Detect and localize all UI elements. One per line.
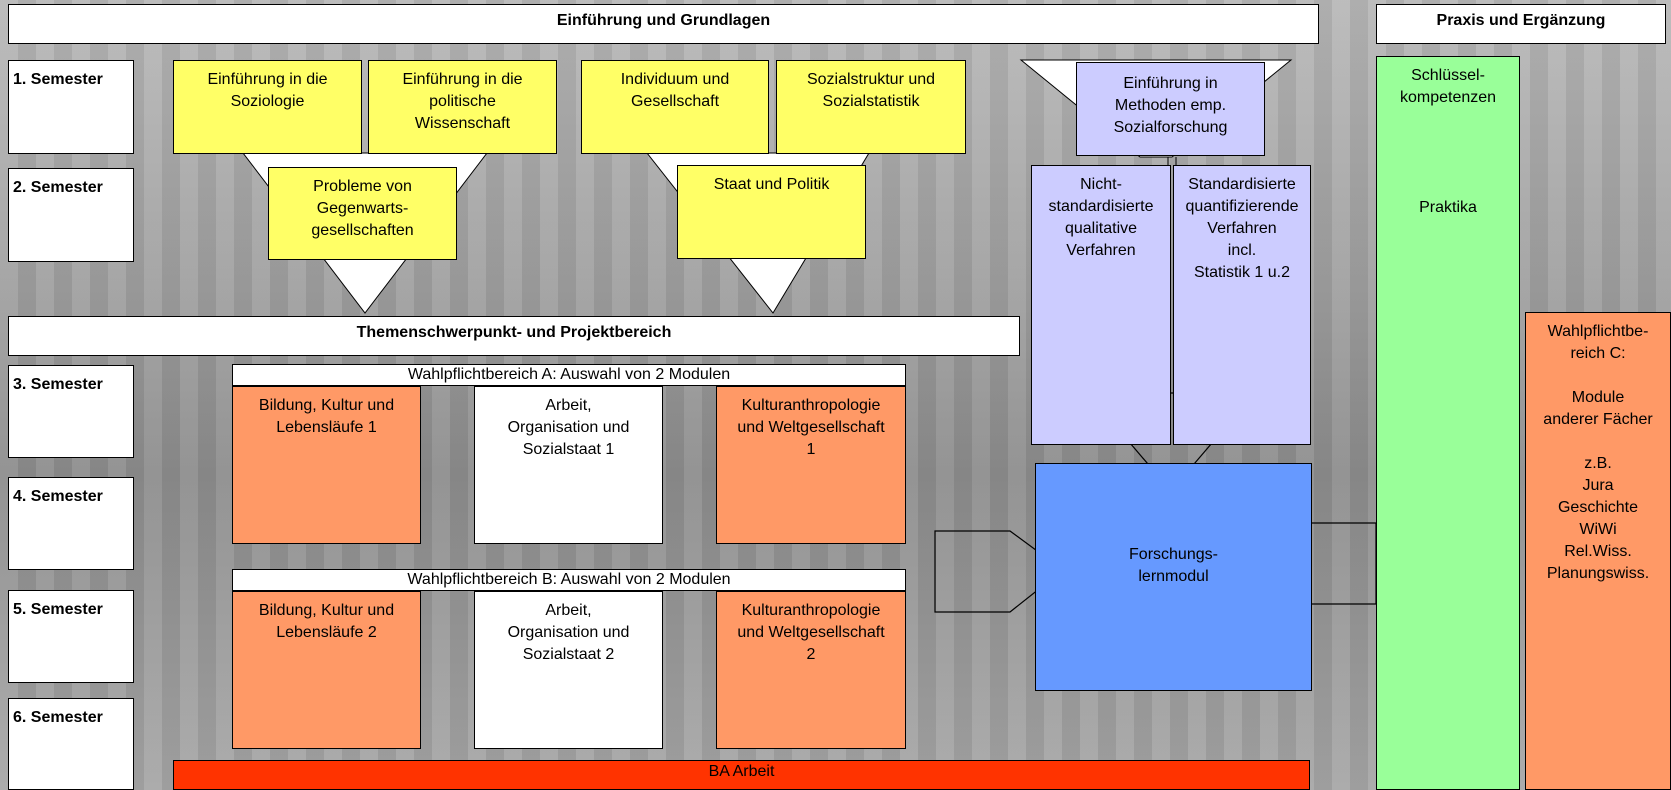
semester-5-label: 5. Semester bbox=[8, 590, 134, 683]
module-work-1: Arbeit, Organisation und Sozialstaat 1 bbox=[474, 386, 663, 544]
module-cultural-1: Kulturanthropologie und Weltgesellschaft… bbox=[716, 386, 906, 544]
module-problems: Probleme von Gegenwarts- gesellschaften bbox=[268, 167, 457, 260]
module-social-structure: Sozialstruktur und Sozialstatistik bbox=[776, 60, 966, 154]
module-education-2: Bildung, Kultur und Lebensläufe 2 bbox=[232, 591, 421, 749]
module-qualitative: Nicht- standardisierte qualitative Verfa… bbox=[1031, 165, 1171, 445]
themes-header: Themenschwerpunkt- und Projektbereich bbox=[8, 316, 1020, 356]
elective-b-title: Wahlpflichtbereich B: Auswahl von 2 Modu… bbox=[232, 569, 906, 591]
module-key-competences: Schlüssel- kompetenzen Praktika bbox=[1376, 56, 1520, 790]
practice-header: Praxis und Ergänzung bbox=[1376, 4, 1666, 44]
module-state-politics: Staat und Politik bbox=[677, 165, 866, 259]
module-ba-thesis: BA Arbeit bbox=[173, 760, 1310, 790]
semester-6-label: 6. Semester bbox=[8, 698, 134, 790]
module-quantitative: Standardisierte quantifizierende Verfahr… bbox=[1173, 165, 1311, 445]
semester-2-label: 2. Semester bbox=[8, 168, 134, 262]
elective-a-title: Wahlpflichtbereich A: Auswahl von 2 Modu… bbox=[232, 364, 906, 386]
semester-3-label: 3. Semester bbox=[8, 365, 134, 458]
module-work-2: Arbeit, Organisation und Sozialstaat 2 bbox=[474, 591, 663, 749]
module-intro-methods: Einführung in Methoden emp. Sozialforsch… bbox=[1076, 62, 1265, 156]
module-individual-society: Individuum und Gesellschaft bbox=[581, 60, 769, 154]
module-elective-c: Wahlpflichtbe- reich C: Module anderer F… bbox=[1525, 312, 1671, 790]
module-intro-sociology: Einführung in die Soziologie bbox=[173, 60, 362, 154]
module-intro-polsci: Einführung in die politische Wissenschaf… bbox=[368, 60, 557, 154]
semester-1-label: 1. Semester bbox=[8, 60, 134, 154]
module-cultural-2: Kulturanthropologie und Weltgesellschaft… bbox=[716, 591, 906, 749]
semester-4-label: 4. Semester bbox=[8, 477, 134, 570]
module-education-1: Bildung, Kultur und Lebensläufe 1 bbox=[232, 386, 421, 544]
intro-header: Einführung und Grundlagen bbox=[8, 4, 1319, 44]
module-research: Forschungs- lernmodul bbox=[1035, 463, 1312, 691]
